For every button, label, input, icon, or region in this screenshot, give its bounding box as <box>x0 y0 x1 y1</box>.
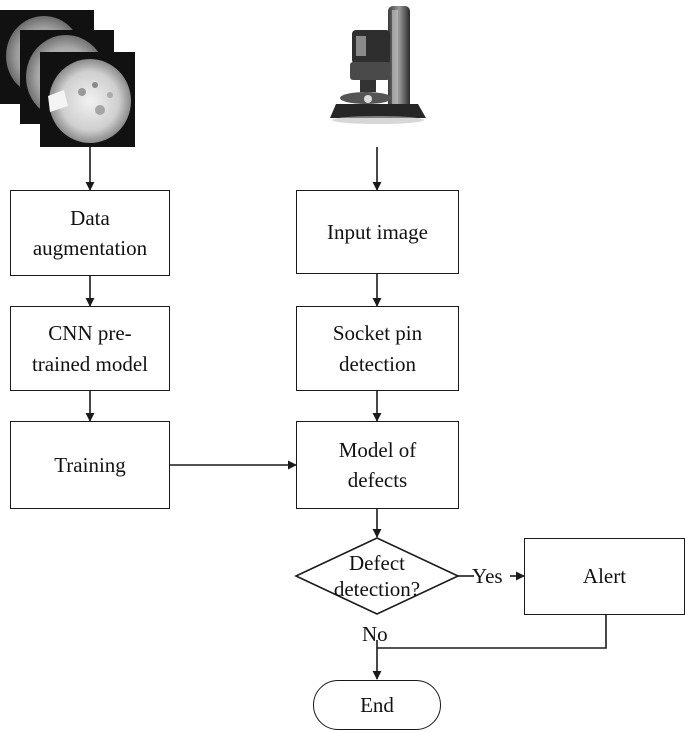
microscope-image <box>330 6 426 124</box>
training-label: Training <box>54 452 126 477</box>
cnn-model-label: CNN pre- trained model <box>31 321 149 376</box>
data-augmentation-label: Data augmentation <box>32 205 148 260</box>
cnn-model-box: CNN pre- trained model <box>10 306 170 391</box>
alert-label: Alert <box>582 564 627 589</box>
input-image-box: Input image <box>296 190 459 274</box>
decision-diamond <box>294 537 460 615</box>
socket-pin-box: Socket pin detection <box>296 306 459 391</box>
alert-return-line <box>377 614 607 649</box>
ct-scan-stack-image <box>0 10 135 147</box>
model-of-defects-label: Model of defects <box>338 437 417 492</box>
end-terminator: End <box>313 680 441 730</box>
data-augmentation-box: Data augmentation <box>10 190 170 276</box>
model-of-defects-box: Model of defects <box>296 421 459 509</box>
decision-label: Defect detection? <box>333 551 421 602</box>
alert-box: Alert <box>524 538 685 615</box>
training-box: Training <box>10 421 170 509</box>
input-image-label: Input image <box>327 219 428 244</box>
socket-pin-label: Socket pin detection <box>332 321 423 376</box>
end-label: End <box>360 692 394 717</box>
no-label: No <box>362 622 388 646</box>
yes-label: Yes <box>472 564 503 588</box>
